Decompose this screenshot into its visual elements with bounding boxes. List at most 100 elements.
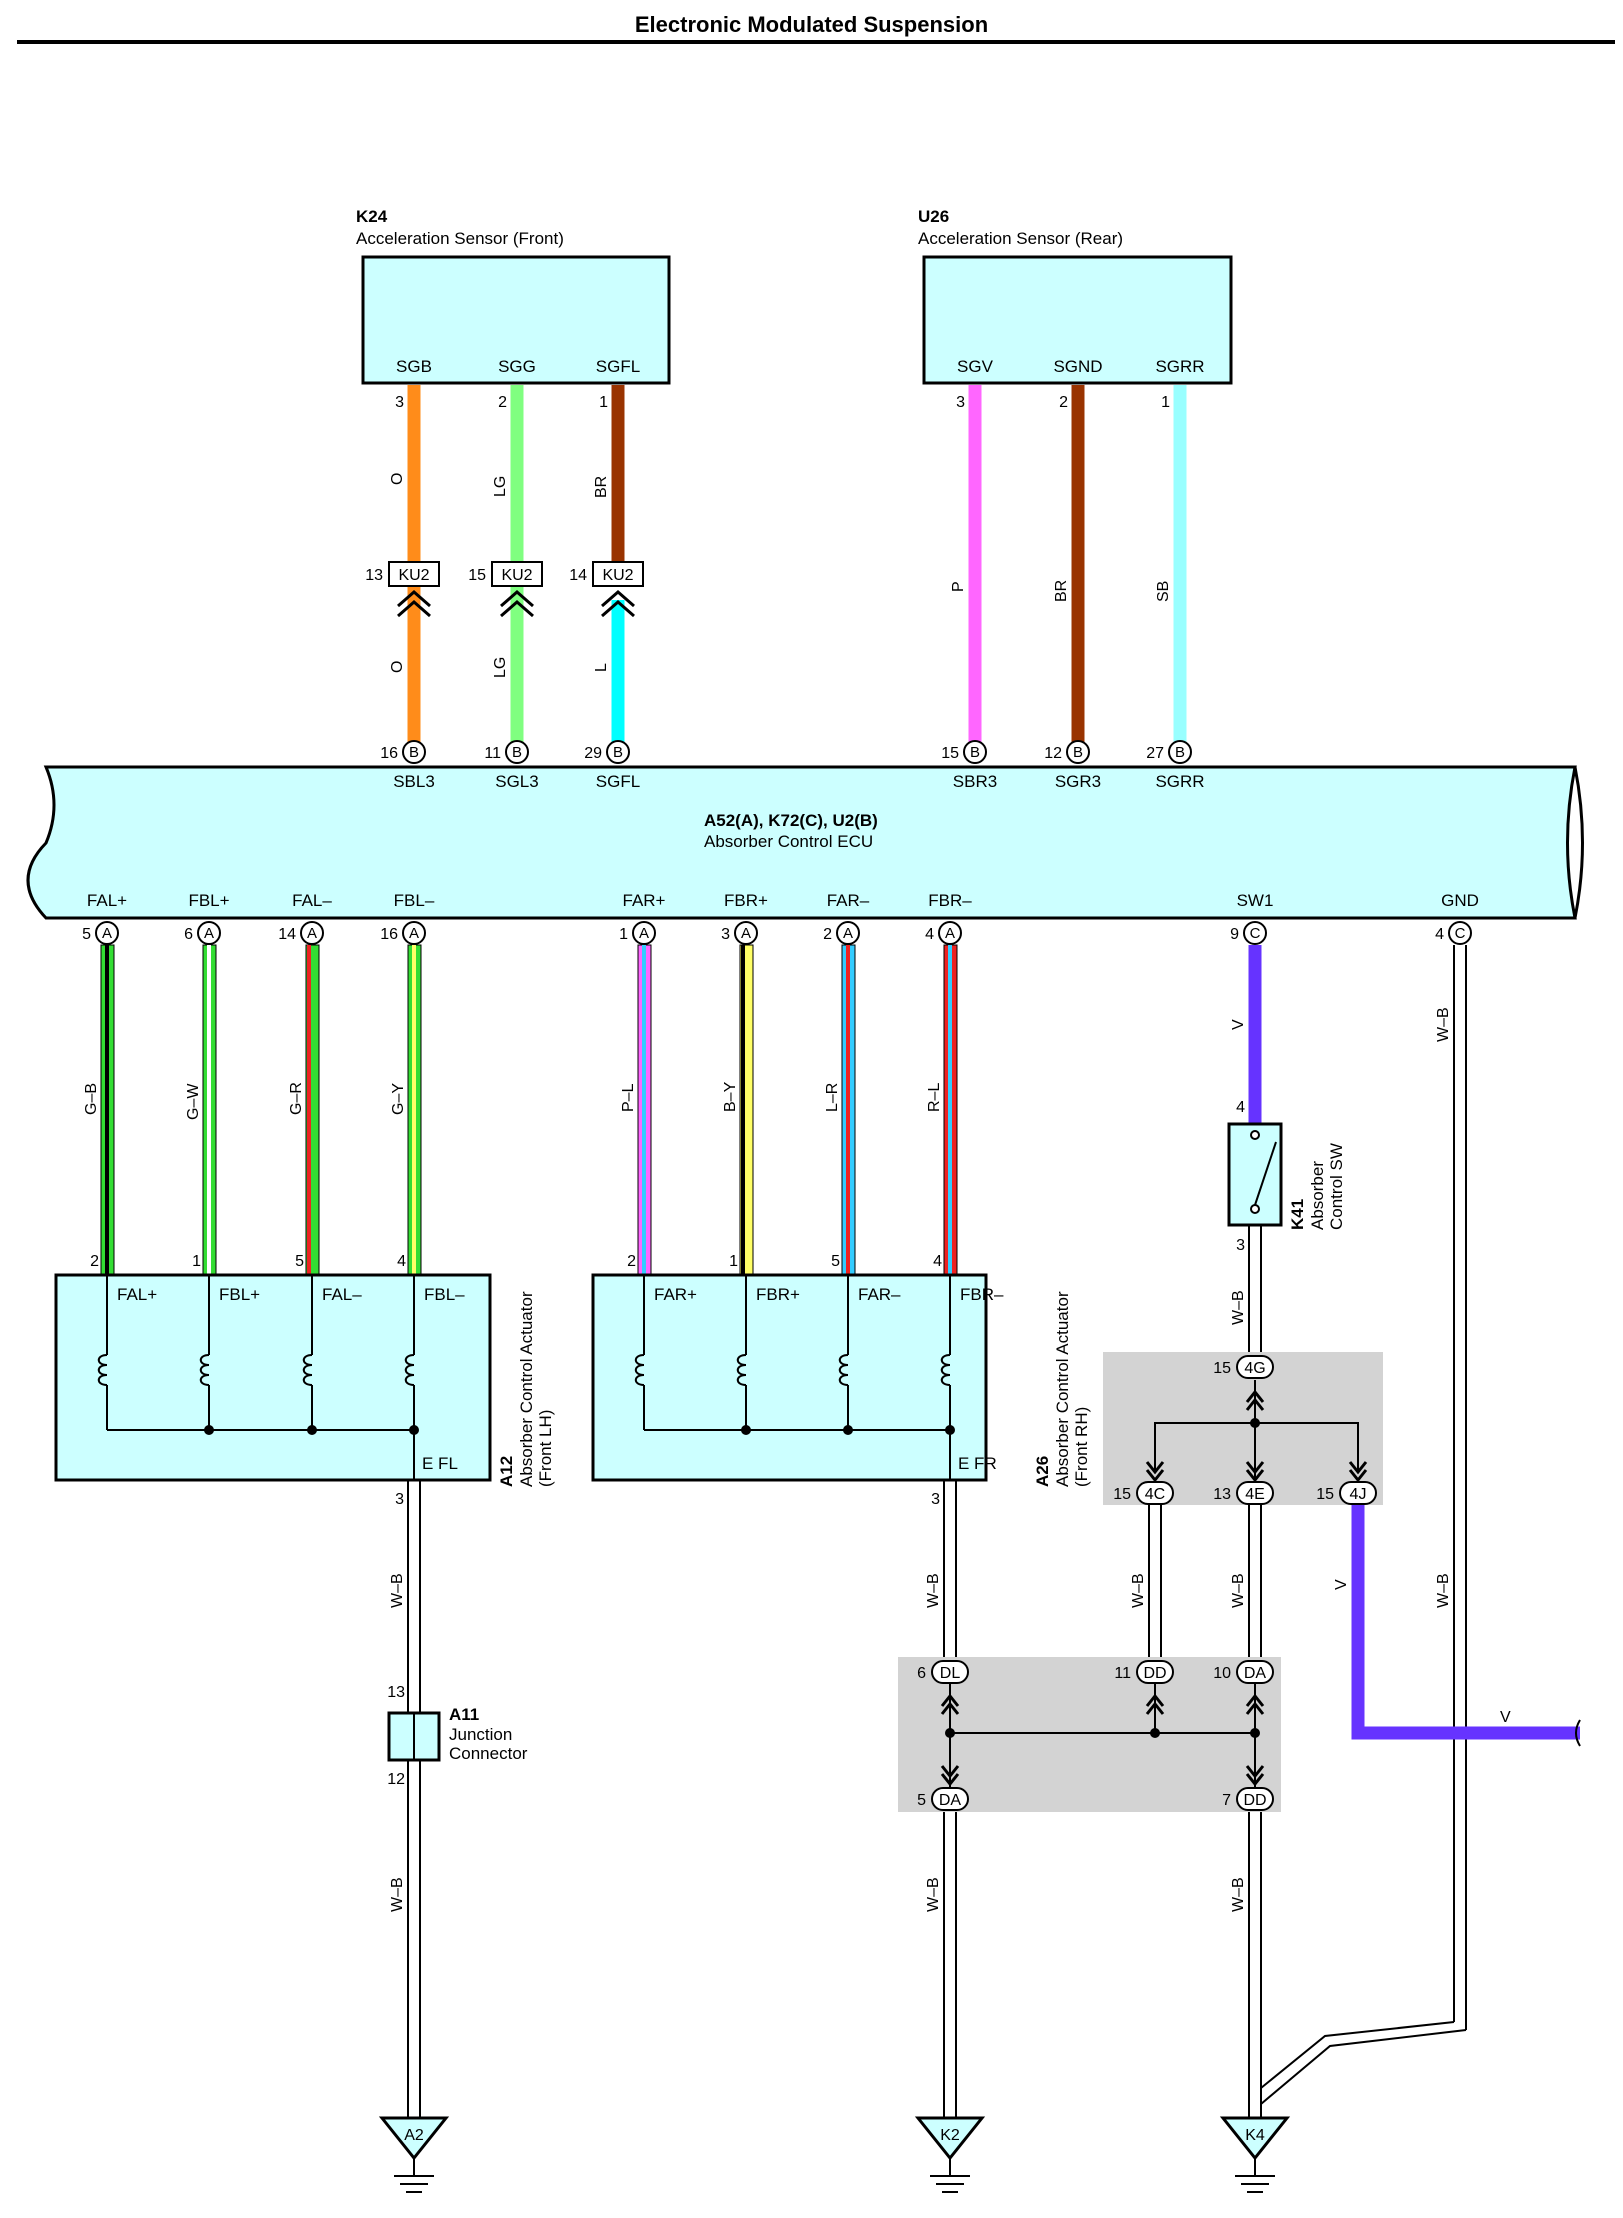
splice-upper xyxy=(1136,1355,1377,1505)
front-sig-1: SGB xyxy=(396,357,432,376)
ecu-bconn-7: A xyxy=(843,925,853,942)
wire-label-gr: G–R xyxy=(288,1082,305,1115)
ecu-name: Absorber Control ECU xyxy=(704,832,873,851)
ecu-top-pin-1: 16 xyxy=(380,745,398,762)
ecu-top-connectors: B B B B B B xyxy=(402,740,1192,764)
front-sensor: K24 Acceleration Sensor (Front) xyxy=(356,207,671,385)
rh-act-pin-4: 4 xyxy=(933,1253,942,1270)
ku2-pin-2: 15 xyxy=(468,567,486,584)
ku2-label-1: KU2 xyxy=(398,567,429,584)
wire-label-by: B–Y xyxy=(722,1081,739,1112)
splice-4j-pin: 15 xyxy=(1316,1486,1334,1503)
rear-pin-2: 2 xyxy=(1059,394,1068,411)
ecu-conn-t1: B xyxy=(409,744,419,761)
sw1-wire-label: V xyxy=(1230,1019,1247,1030)
ecu-top-sig-4: SBR3 xyxy=(953,772,997,791)
wb-label-4c: W–B xyxy=(1130,1573,1147,1608)
wb-label-k4: W–B xyxy=(1230,1877,1247,1912)
front-sensor-name: Acceleration Sensor (Front) xyxy=(356,229,564,248)
ku2-pin-3: 14 xyxy=(569,567,587,584)
ecu-bconn-10: C xyxy=(1455,925,1466,942)
switch-pin-bot: 3 xyxy=(1236,1237,1245,1254)
rh-act-pin-2: 1 xyxy=(729,1253,738,1270)
ecu-bconn-6: A xyxy=(741,925,751,942)
lh-line1: Absorber Control Actuator xyxy=(517,1291,536,1487)
ground-wires xyxy=(407,945,1467,2118)
lh-ground-pin: 3 xyxy=(395,1491,404,1508)
wb-label-4e: W–B xyxy=(1230,1573,1247,1608)
lh-act-pin-2: 1 xyxy=(192,1253,201,1270)
splice-da2-pin: 5 xyxy=(917,1792,926,1809)
ku2-label-2: KU2 xyxy=(501,567,532,584)
gnd-wire-label: W–B xyxy=(1435,1007,1452,1042)
ku2-connectors xyxy=(388,561,644,618)
ecu-bconn-4: A xyxy=(409,925,419,942)
wb-label-rh-2: W–B xyxy=(925,1877,942,1912)
splice-4e-pin: 13 xyxy=(1213,1486,1231,1503)
ecu-bpin-4: 16 xyxy=(380,926,398,943)
ecu-bpin-10: 4 xyxy=(1435,926,1444,943)
rh-act-pin-3: 5 xyxy=(831,1253,840,1270)
actuator-rh xyxy=(591,1273,988,1482)
rh-line2: (Front RH) xyxy=(1072,1407,1091,1487)
ground-k2-label: K2 xyxy=(940,2127,960,2144)
lh-term-3: FAL– xyxy=(322,1285,362,1304)
lh-act-pin-4: 4 xyxy=(397,1253,406,1270)
junction-connector xyxy=(387,1711,441,1762)
rear-sensor-code: U26 xyxy=(918,207,949,226)
splice-4c-pin: 15 xyxy=(1113,1486,1131,1503)
rear-wire-2: BR xyxy=(1053,580,1070,602)
lh-act-pin-1: 2 xyxy=(90,1253,99,1270)
ecu-conn-t3: B xyxy=(613,744,623,761)
ground-a2-label: A2 xyxy=(404,2127,424,2144)
ecu-bpin-2: 6 xyxy=(184,926,193,943)
wire-label-pl: P–L xyxy=(620,1083,637,1112)
ecu-top-sig-1: SBL3 xyxy=(393,772,435,791)
splice-4g-id: 4G xyxy=(1244,1360,1265,1377)
rh-term-1: FAR+ xyxy=(654,1285,697,1304)
ecu-top-sig-2: SGL3 xyxy=(495,772,538,791)
rh-term-2: FBR+ xyxy=(756,1285,800,1304)
wb-label-rh-1: W–B xyxy=(925,1573,942,1608)
ecu-bot-sig-4: FBL– xyxy=(394,891,435,910)
ecu-bpin-7: 2 xyxy=(823,926,832,943)
ecu-bconn-8: A xyxy=(945,925,955,942)
ecu-bpin-3: 14 xyxy=(278,926,296,943)
splice-da-pin: 10 xyxy=(1213,1665,1231,1682)
splice-dd2-id: DD xyxy=(1243,1792,1266,1809)
4j-wire-label: V xyxy=(1333,1579,1350,1590)
rear-pin-1: 3 xyxy=(956,394,965,411)
ecu-bconn-1: A xyxy=(102,925,112,942)
rear-sig-2: SGND xyxy=(1053,357,1102,376)
ground-wire-fill xyxy=(410,947,1464,2116)
ecu-bpin-1: 5 xyxy=(82,926,91,943)
violet-wires xyxy=(1248,945,1581,1747)
rh-term-3: FAR– xyxy=(858,1285,901,1304)
splice-da2-id: DA xyxy=(939,1792,962,1809)
v-out-label: V xyxy=(1500,1709,1511,1726)
wb-label-gnd: W–B xyxy=(1435,1573,1452,1608)
rear-sig-3: SGRR xyxy=(1155,357,1204,376)
splice-dd-id: DD xyxy=(1143,1665,1166,1682)
junction-pin-bot: 12 xyxy=(387,1771,405,1788)
ecu-bpin-5: 1 xyxy=(619,926,628,943)
front-wire-bot-1: O xyxy=(389,661,406,673)
actuator-wires xyxy=(100,944,958,1276)
wire-label-rl: R–L xyxy=(926,1083,943,1112)
wire-label-gw: G–W xyxy=(185,1083,202,1120)
junction-line2: Connector xyxy=(449,1744,528,1763)
ecu-bconn-3: A xyxy=(307,925,317,942)
ecu-bot-sig-9: SW1 xyxy=(1237,891,1274,910)
front-sensor-code: K24 xyxy=(356,207,388,226)
wire-label-gb: G–B xyxy=(83,1083,100,1115)
absorber-control-switch xyxy=(1227,1122,1283,1227)
front-wire-top-3: BR xyxy=(593,476,610,498)
ecu-bot-sig-2: FBL+ xyxy=(188,891,229,910)
ecu-bpin-6: 3 xyxy=(721,926,730,943)
ecu-bot-sig-6: FBR+ xyxy=(724,891,768,910)
actuator-lh xyxy=(54,1273,492,1482)
front-wire-top-1: O xyxy=(389,473,406,485)
wb-label-sw: W–B xyxy=(1230,1290,1247,1325)
rh-code: A26 xyxy=(1033,1456,1052,1487)
ecu-top-sig-5: SGR3 xyxy=(1055,772,1101,791)
